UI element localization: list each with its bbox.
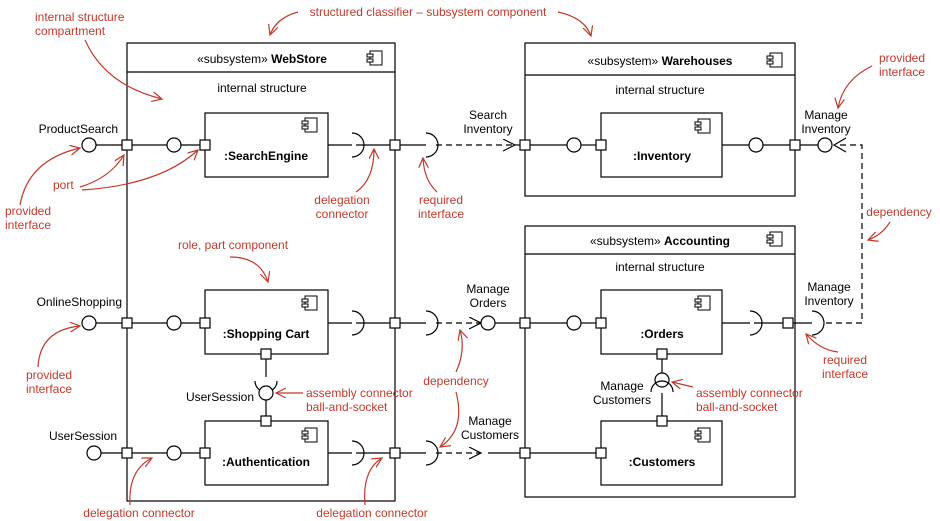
warehouses-name: Warehouses bbox=[662, 54, 733, 68]
webstore-compartment-label: internal structure bbox=[217, 81, 307, 95]
ann-assembly-right-1: assembly connector bbox=[696, 386, 803, 400]
ann-provided-top-1: provided bbox=[879, 51, 925, 65]
part-inventory: :Inventory bbox=[600, 112, 723, 178]
ann-delegation-1: delegation bbox=[314, 193, 369, 207]
warehouses-compartment-label: internal structure bbox=[615, 83, 705, 97]
label-manage-customers-acc-1: Manage bbox=[600, 379, 644, 393]
search-engine-port-left bbox=[199, 139, 211, 151]
manage-orders-provided-interface bbox=[480, 315, 496, 331]
ann-provided-left-2: interface bbox=[5, 218, 51, 232]
label-manage-customers-acc-2: Customers bbox=[593, 393, 651, 407]
row2-connectors bbox=[81, 310, 825, 336]
webstore-name: WebStore bbox=[271, 52, 327, 66]
ann-provided-mid-1: provided bbox=[26, 368, 72, 382]
webstore-port-online-shopping bbox=[121, 317, 133, 329]
webstore-port-search-inventory bbox=[389, 139, 401, 151]
label-search-inventory-2: Inventory bbox=[463, 122, 512, 136]
ann-dependency-right: dependency bbox=[866, 205, 931, 219]
warehouses-port-search-inventory bbox=[519, 139, 531, 151]
row3-connectors bbox=[86, 440, 607, 466]
label-manage-customers-mid-1: Manage bbox=[468, 414, 512, 428]
ann-structured-classifier: structured classifier – subsystem compon… bbox=[310, 5, 547, 19]
ann-assembly-left-2: ball-and-socket bbox=[306, 400, 388, 414]
part-customers: :Customers bbox=[600, 420, 723, 486]
ann-provided-mid-2: interface bbox=[26, 382, 72, 396]
authentication-label: :Authentication bbox=[222, 455, 310, 469]
accounting-port-manage-orders bbox=[519, 317, 531, 329]
product-search-provided-interface bbox=[81, 137, 97, 153]
label-manage-inventory-acc-1: Manage bbox=[807, 280, 851, 294]
label-manage-orders-1: Manage bbox=[466, 282, 510, 296]
ann-required-acc-1: required bbox=[823, 353, 867, 367]
user-session-provided-interface bbox=[86, 445, 102, 461]
ann-required-2: interface bbox=[418, 207, 464, 221]
online-shopping-provided-interface bbox=[81, 315, 97, 331]
inventory-label: :Inventory bbox=[633, 149, 691, 163]
ann-assembly-right-2: ball-and-socket bbox=[696, 400, 778, 414]
label-manage-customers-mid-2: Customers bbox=[461, 428, 519, 442]
part-search-engine: :SearchEngine bbox=[204, 112, 329, 178]
ann-delegation-bottom-mid: delegation connector bbox=[316, 506, 427, 520]
label-manage-orders-2: Orders bbox=[470, 296, 507, 310]
accounting-port-manage-inventory bbox=[782, 317, 794, 329]
label-online-shopping: OnlineShopping bbox=[37, 295, 122, 309]
part-authentication: :Authentication bbox=[204, 420, 329, 486]
annotations: internal structure compartment structure… bbox=[5, 5, 932, 520]
manage-inventory-required-socket bbox=[811, 310, 825, 336]
accounting-stereotype: «subsystem» bbox=[590, 234, 661, 248]
ann-provided-top-2: interface bbox=[879, 65, 925, 79]
label-product-search: ProductSearch bbox=[39, 122, 118, 136]
svg-text:«subsystem» Accounting: «subsystem» Accounting bbox=[590, 234, 730, 248]
search-engine-label: :SearchEngine bbox=[224, 149, 308, 163]
ann-internal-structure-1: internal structure bbox=[35, 10, 125, 24]
assembly-user-session bbox=[254, 348, 278, 427]
part-orders: :Orders bbox=[600, 289, 723, 355]
svg-text:«subsystem» Warehouses: «subsystem» Warehouses bbox=[588, 54, 733, 68]
accounting-name: Accounting bbox=[664, 234, 730, 248]
ann-role-part: role, part component bbox=[178, 238, 289, 252]
ann-dependency-mid: dependency bbox=[423, 374, 488, 388]
ann-required-1: required bbox=[419, 193, 463, 207]
ann-assembly-left-1: assembly connector bbox=[306, 386, 413, 400]
row1-connectors bbox=[81, 132, 833, 158]
webstore-port-product-search bbox=[121, 139, 133, 151]
accounting-compartment-label: internal structure bbox=[615, 260, 705, 274]
label-search-inventory-1: Search bbox=[469, 108, 507, 122]
label-manage-inventory-acc-2: Inventory bbox=[804, 294, 853, 308]
assembly-manage-customers bbox=[650, 348, 674, 427]
ann-required-acc-2: interface bbox=[822, 367, 868, 381]
warehouses-port-manage-inventory bbox=[789, 139, 801, 151]
manage-inventory-provided-interface bbox=[817, 137, 833, 153]
label-manage-inventory-top-2: Inventory bbox=[801, 122, 850, 136]
label-user-session-outer: UserSession bbox=[49, 429, 117, 443]
part-shopping-cart: :Shopping Cart bbox=[204, 289, 329, 355]
ann-delegation-2: connector bbox=[316, 207, 369, 221]
customers-label: :Customers bbox=[629, 455, 696, 469]
ann-provided-left-1: provided bbox=[5, 204, 51, 218]
webstore-stereotype: «subsystem» bbox=[197, 52, 268, 66]
orders-label: :Orders bbox=[640, 327, 684, 341]
label-manage-inventory-top-1: Manage bbox=[804, 108, 848, 122]
manage-inventory-dependency bbox=[826, 144, 863, 324]
ann-delegation-bottom-left: delegation connector bbox=[83, 506, 194, 520]
ann-port: port bbox=[53, 178, 74, 192]
shopping-cart-label: :Shopping Cart bbox=[223, 327, 310, 341]
svg-text:«subsystem» WebStore: «subsystem» WebStore bbox=[197, 52, 327, 66]
label-user-session-inner: UserSession bbox=[186, 390, 254, 404]
ann-internal-structure-2: compartment bbox=[35, 24, 106, 38]
warehouses-stereotype: «subsystem» bbox=[588, 54, 659, 68]
